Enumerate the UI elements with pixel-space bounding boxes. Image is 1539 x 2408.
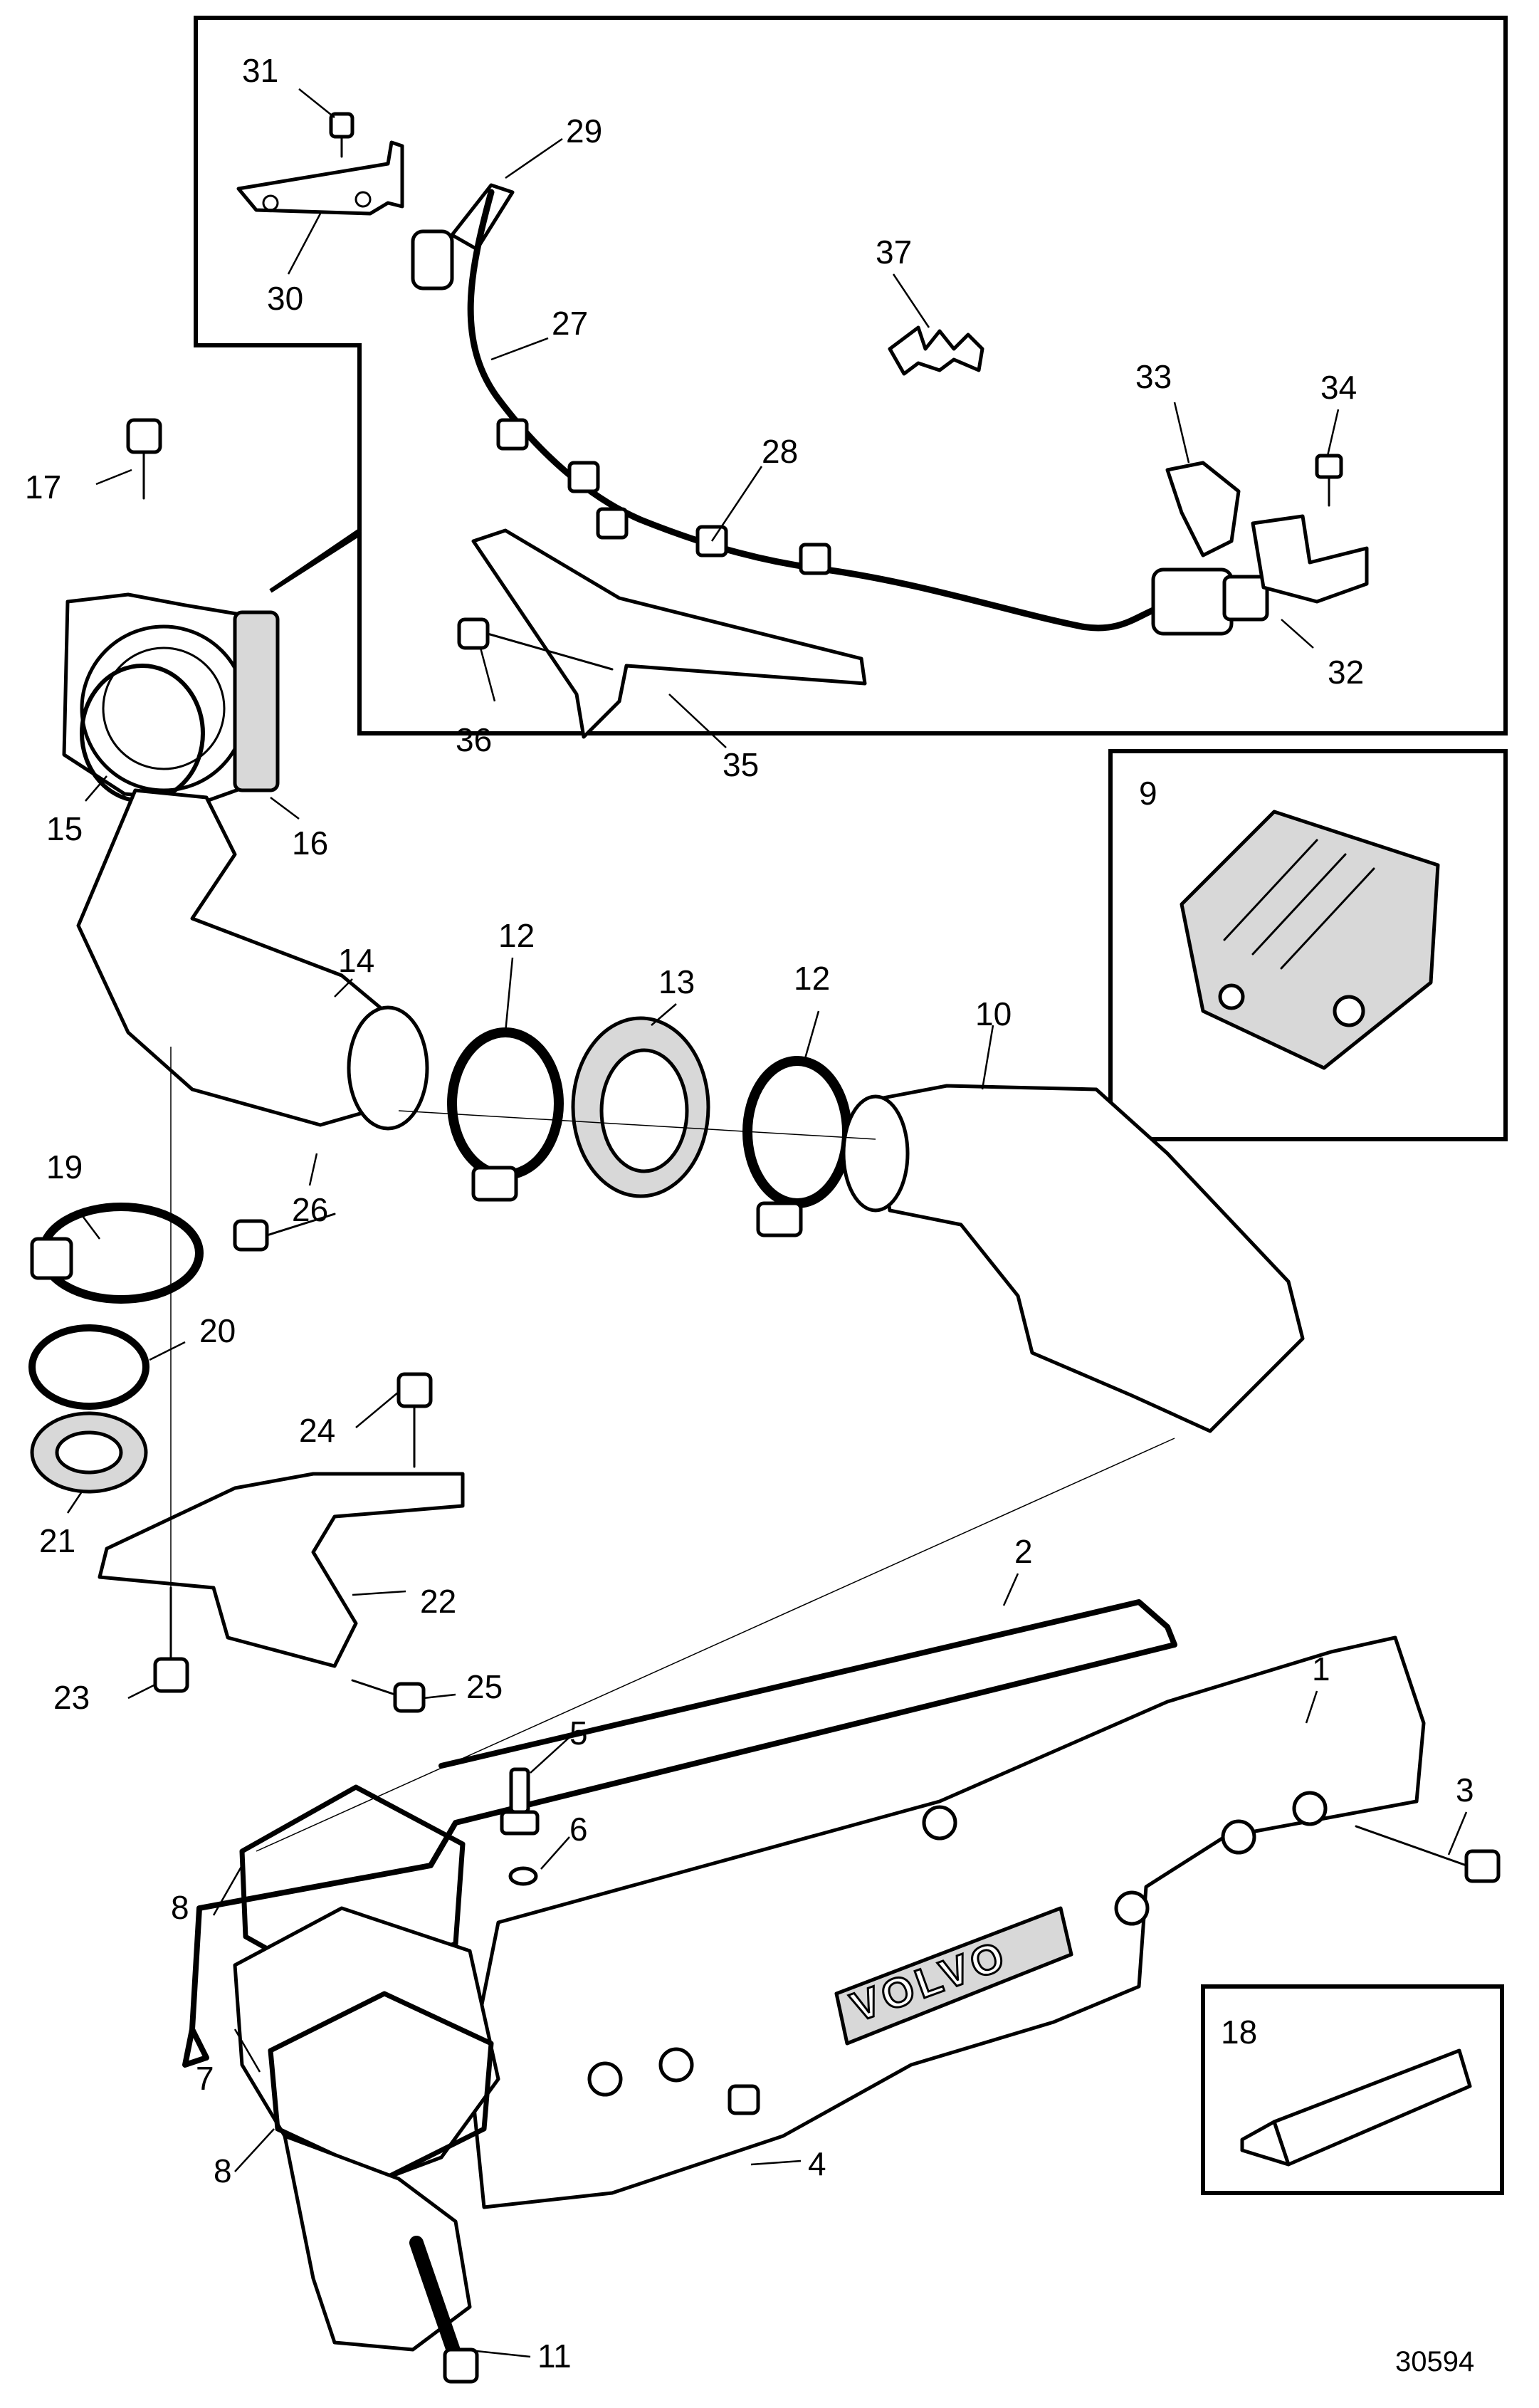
sealant-tube	[1240, 2048, 1472, 2167]
connector-detail-frame	[1108, 749, 1508, 1141]
manifold-bolt-right	[1355, 1825, 1501, 1883]
callout-12-right: 12	[794, 960, 830, 997]
seal	[30, 1411, 148, 1494]
callout-26: 26	[292, 1191, 328, 1228]
callouts: 1 2 3 4 5 6 7 8 8 9 10 11 12 12 13 14 15…	[25, 52, 1474, 2375]
long-bolt	[409, 2236, 479, 2384]
callout-34: 34	[1320, 369, 1357, 406]
bracket-bolt-side	[351, 1679, 426, 1713]
callout-20: 20	[199, 1312, 236, 1349]
callout-14: 14	[338, 942, 374, 979]
callout-7: 7	[196, 2060, 214, 2097]
sensor-bracket	[236, 140, 404, 216]
intake-elbow	[870, 1084, 1305, 1433]
callout-17: 17	[25, 468, 61, 506]
intake-hose	[571, 1016, 710, 1198]
callout-23: 23	[53, 1679, 90, 1716]
callout-25: 25	[466, 1668, 503, 1705]
callout-11: 11	[537, 2338, 572, 2375]
callout-18: 18	[1221, 2014, 1257, 2051]
callout-19: 19	[46, 1148, 83, 1185]
callout-36: 36	[456, 721, 492, 758]
sensor	[411, 183, 515, 290]
intake-manifold	[468, 1635, 1426, 2209]
callout-2: 2	[1014, 1533, 1033, 1570]
harness-bracket	[471, 528, 867, 739]
manifold-bosses	[587, 1791, 1328, 2097]
harness-detail-frame	[194, 16, 1508, 736]
bracket-bolt	[1315, 454, 1343, 507]
connector-bracket	[1251, 514, 1369, 604]
callout-8-bottom: 8	[214, 2152, 232, 2189]
callout-22: 22	[420, 1583, 456, 1620]
callout-28: 28	[762, 433, 798, 470]
sealant-detail-frame	[1201, 1984, 1504, 2195]
callout-12-left: 12	[498, 917, 535, 954]
callout-6: 6	[569, 1811, 588, 1848]
bracket-bolt-upper	[396, 1372, 433, 1468]
callout-15: 15	[46, 810, 83, 847]
callout-10: 10	[975, 995, 1012, 1032]
inlet-flange-gasket-bottom	[268, 1991, 494, 2182]
sealing-washer	[508, 1866, 538, 1886]
callout-13: 13	[658, 963, 695, 1000]
leader-lines	[66, 88, 1468, 2358]
callout-33: 33	[1135, 358, 1172, 395]
manifold-gasket	[182, 1599, 1177, 2068]
inlet-flange-gasket-top	[239, 1784, 466, 1989]
intake-elbow-inlet	[841, 1094, 910, 1213]
callout-35: 35	[723, 746, 759, 783]
callout-5: 5	[569, 1715, 588, 1752]
figure-id: 30594	[1395, 2346, 1474, 2377]
seal-ring	[28, 1324, 149, 1410]
callout-32: 32	[1328, 654, 1364, 691]
sensor-bolt	[500, 1767, 540, 1836]
callout-31: 31	[242, 52, 278, 89]
callout-3: 3	[1456, 1771, 1474, 1808]
callout-1: 1	[1312, 1650, 1330, 1687]
bracket-bolt-lower	[153, 1586, 189, 1693]
throttle-body	[62, 592, 280, 803]
connector	[1151, 567, 1269, 636]
hose-clamp-left	[447, 1027, 564, 1202]
control-unit-connector	[1180, 810, 1440, 1070]
callout-30: 30	[267, 280, 303, 317]
callout-27: 27	[552, 305, 588, 342]
callout-16: 16	[292, 825, 328, 862]
harness-clips	[496, 418, 831, 575]
callout-9: 9	[1139, 775, 1157, 812]
callout-4: 4	[808, 2145, 826, 2182]
callout-21: 21	[39, 1522, 75, 1559]
support-bracket	[98, 1472, 465, 1668]
manifold-bolt-front	[728, 2084, 760, 2115]
v-clamp	[30, 1203, 204, 1304]
inlet-flange	[233, 1906, 500, 2181]
hose-clamp-right	[742, 1056, 852, 1237]
pipe-bolt	[233, 1213, 336, 1252]
callout-29: 29	[566, 112, 602, 150]
throttle-bolt	[126, 418, 162, 500]
callout-8-top: 8	[171, 1889, 189, 1926]
connector-clip	[1165, 461, 1241, 557]
bracket-screw	[329, 112, 354, 158]
u-clip	[888, 325, 984, 376]
intake-pipe-outlet	[347, 1005, 429, 1131]
harness-bracket-bolt	[457, 617, 614, 671]
callout-37: 37	[876, 234, 912, 271]
callout-24: 24	[299, 1412, 335, 1449]
